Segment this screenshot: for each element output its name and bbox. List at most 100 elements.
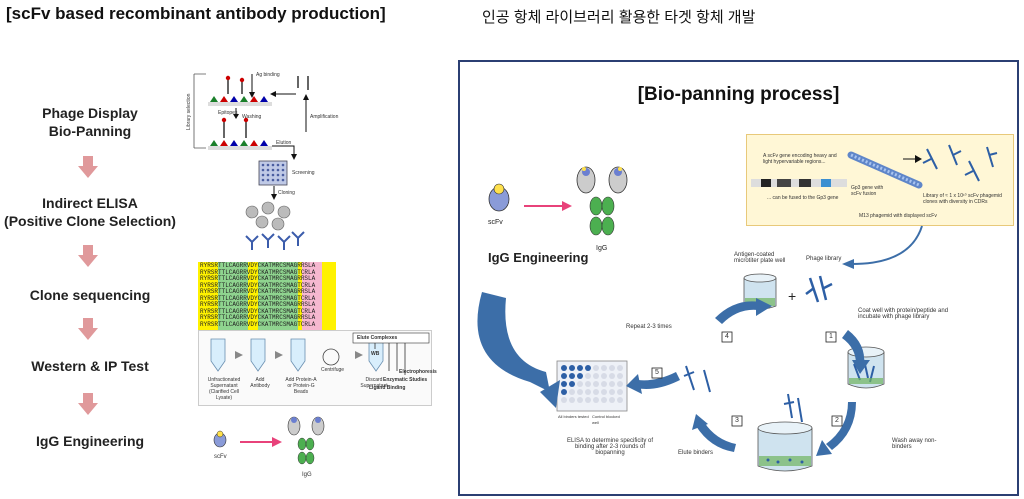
plate-label-2: Control blocked well [592, 414, 620, 425]
step-indirect-elisa: Indirect ELISA (Positive Clone Selection… [0, 194, 180, 230]
right-title: 인공 항체 라이브러리 활용한 타겟 항체 개발 [482, 9, 756, 26]
down-arrow-icon [78, 318, 98, 340]
elution-label: Elution [276, 140, 292, 146]
phage-library-label: Phage library [806, 256, 842, 262]
m13-phagemid-graphic [847, 151, 923, 189]
step-western-ip: Western & IP Test [20, 357, 160, 375]
ligand-label: Ligand Binding [369, 385, 406, 391]
plate-label-1: All binders tested [558, 414, 589, 419]
step-label: Phage Display [42, 105, 138, 121]
down-arrow-icon [78, 393, 98, 415]
step-label: Clone sequencing [29, 287, 151, 303]
sequence-row: RYRSRTTLCAGRRVDYCKATMRCSMAGTCRLA [200, 307, 316, 315]
sequence-row: RYRSRTTLCAGRRVDYCKATMRCSMAGRRSLA [200, 262, 316, 269]
ag-binding-label: Ag binding [256, 72, 280, 78]
sequence-row: RYRSRTTLCAGRRVDYCKATMRCSMAGTCRLA [200, 268, 316, 276]
gp3-text: Gp3 gene with scFv fusion [851, 185, 884, 197]
epitopes-label: Epitopes [218, 110, 238, 116]
cycle-arrows [477, 292, 870, 456]
repeat-label: Repeat 2-3 times [626, 324, 672, 330]
left-title: [scFv based recombinant antibody product… [6, 4, 386, 23]
biopanning-panel: [Bio-panning process] scFv IgG IgG Engin… [458, 60, 1019, 496]
sequence-row: RYRSRTTLCAGRRVDYCKATMRCSMAGTCRLA [200, 281, 316, 289]
washed-phage-icon [783, 393, 803, 423]
step-number: 3 [735, 417, 739, 424]
sequence-row: RYRSRTTLCAGRRVDYCKATMRCSMAGRRSLA [200, 275, 316, 282]
sequence-row: RYRSRTTLCAGRRVDYCKATMRCSMAGTCRLA [200, 320, 316, 328]
sequence-row: RYRSRTTLCAGRRVDYCKATMRCSMAGRRSLA [200, 301, 316, 308]
igg-engineering-label: IgG Engineering [488, 250, 589, 265]
tube-label: Discard Supernatant [360, 377, 388, 389]
wb-label: WB [371, 351, 380, 357]
library-selection-label: Library selection [186, 93, 192, 130]
step-igg-engineering: IgG Engineering [20, 432, 160, 450]
scfv-icon [213, 430, 227, 448]
tube-label: Unfractionated Supernatant (Clarified Ce… [207, 377, 241, 401]
antigen-row-top [208, 96, 272, 106]
igg-label: IgG [596, 245, 608, 252]
screening-label: Screening [292, 170, 315, 176]
step-label: Western & IP Test [31, 358, 149, 374]
step-phage-display: Phage Display Bio-Panning [30, 104, 150, 140]
step-label: Bio-Panning [48, 123, 132, 139]
coat-well-label: Coat well with protein/peptide and incub… [858, 308, 949, 320]
pink-arrow-icon [240, 437, 282, 447]
arrow-right-icon [903, 155, 922, 163]
elisa-label: ELISA to determine specificity of bindin… [566, 438, 654, 456]
tube-label: Add Antibody [250, 377, 270, 389]
biopanning-cycle-graphic [193, 73, 309, 160]
antigen-well-label: Antigen-coated microtiter plate well [734, 252, 786, 264]
step-number: 5 [655, 369, 659, 376]
step-number: 4 [725, 333, 729, 340]
sequence-alignment: RYRSRTTLCAGRRVDYCKATMRCSMAGRRSLA RYRSRTT… [198, 262, 336, 330]
phage-cluster-icon [805, 275, 833, 303]
ip-tubes-graphic [210, 332, 430, 375]
phage-library-graphic [922, 144, 998, 182]
centrifuge-label: Centrifuge [321, 367, 345, 373]
step-number: 2 [835, 417, 839, 424]
down-arrow-icon [78, 245, 98, 267]
down-arrow-icon [78, 156, 98, 178]
library-curve-arrow [842, 225, 923, 269]
panel-title: [Bio-panning process] [637, 84, 840, 105]
scfv-icon [488, 183, 510, 212]
step-number: 1 [829, 333, 833, 340]
scfv-label: scFv [488, 219, 503, 226]
eluted-phage-icon [683, 365, 711, 393]
sequence-row: RYRSRTTLCAGRRVDYCKATMRCSMAGRRSLA [200, 314, 316, 321]
m13-text: M13 phagemid with displayed scFv [859, 213, 937, 219]
gene-strip [751, 179, 847, 187]
plus-sign: + [788, 288, 797, 304]
antigen-well [743, 273, 777, 310]
wash-away-label: Wash away non-binders [892, 438, 937, 450]
enzymatic-label: Enzymatic Studies [383, 377, 428, 383]
tube-label: Add Protein-A or Protein-G Beads [285, 377, 317, 395]
step-label: (Positive Clone Selection) [4, 213, 176, 229]
amplification-label: Amplification [310, 114, 339, 120]
small-biopanning-diagram: Library selection Ag binding Epitopes Wa… [186, 68, 339, 160]
library-text: Library of ≈ 1 x 10¹⁰ scFv phagemid clon… [923, 193, 1002, 205]
cloning-label: Cloning [278, 190, 295, 196]
sequence-row: RYRSRTTLCAGRRVDYCKATMRCSMAGRRSLA [200, 288, 316, 295]
igg-small-icon [287, 416, 325, 465]
elute-complexes-label: Elute Complexes [357, 335, 398, 341]
igg-small-label: IgG [302, 472, 312, 478]
elution-well [757, 421, 813, 472]
phagemid-box: A scFv gene encoding heavy and light hyp… [746, 134, 1014, 226]
igg-icon [576, 166, 628, 236]
screening-plate [258, 160, 288, 186]
ip-test-diagram: Unfractionated Supernatant (Clarified Ce… [198, 330, 437, 406]
step-label: Indirect ELISA [42, 195, 138, 211]
fused-text: ... can be fused to the Gp3 gene [767, 195, 839, 201]
electrophoresis-label: Electrophoresis [399, 369, 437, 375]
sequence-row: RYRSRTTLCAGRRVDYCKATMRCSMAGTCRLA [200, 294, 316, 302]
clone-colonies-graphic [245, 201, 305, 250]
pink-arrow-icon [524, 201, 572, 211]
step-label: IgG Engineering [35, 433, 145, 449]
gene-text: A scFv gene encoding heavy and light hyp… [763, 153, 837, 165]
elute-binders-label: Elute binders [678, 450, 714, 456]
antigen-row-bottom [208, 140, 272, 150]
step-clone-sequencing: Clone sequencing [20, 286, 160, 304]
elisa-plate [556, 360, 628, 412]
washing-label: Washing [242, 114, 262, 120]
